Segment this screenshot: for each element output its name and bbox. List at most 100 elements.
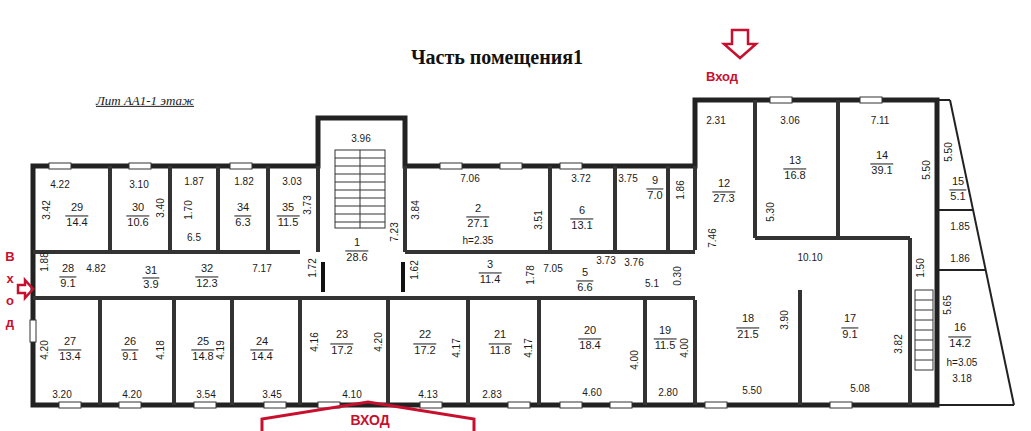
dimension: 4.13 [418,389,437,400]
room-number: 6 [579,204,585,216]
dimension: 10.10 [797,252,822,263]
dimension: 1.86 [675,180,686,199]
dimension: 4.10 [342,389,361,400]
room-number: 5 [582,266,588,278]
windows [30,97,882,408]
room-area: 16.8 [783,168,806,181]
room-number: 18 [742,312,754,324]
outer-wall [33,100,937,405]
room-area: 7.0 [646,188,663,201]
room-area: 6.6 [576,280,593,293]
dimension: 1.87 [184,176,203,187]
room-area: 28.6 [345,250,368,263]
dimension: 4.19 [215,340,226,359]
dimension: 4.17 [451,338,462,357]
height-note: h=3.05 [947,357,978,368]
dimension: 7.05 [543,263,562,274]
room-number: 15 [952,175,964,187]
room-number: 9 [652,174,658,186]
room-area: 14.8 [191,349,214,362]
entrance-label: Вход [4,246,17,334]
dimension: 3.73 [302,195,313,214]
room-number: 32 [201,262,213,274]
dimension: 7.17 [252,263,271,274]
room-area: 9.1 [121,349,138,362]
room-area: 11.5 [277,215,300,228]
dimension: 4.20 [373,332,384,351]
room-number: 30 [132,201,144,213]
dimension: 4.18 [155,340,166,359]
dimension: 2.31 [706,115,725,126]
dimension: 5.50 [921,160,932,179]
annex-outline [937,100,1014,405]
room-area: 17.2 [330,343,353,356]
dimension: 3.06 [780,115,799,126]
room-number: 1 [354,236,360,248]
room-number: 20 [584,324,596,336]
dimension: 3.72 [571,173,590,184]
dimension: 3.75 [618,173,637,184]
floor-label: Лит АА1-1 этаж [96,94,194,108]
dimension: 7.46 [707,228,718,247]
dimension: 3.03 [282,176,301,187]
room-number: 31 [145,264,157,276]
room-area: 11.4 [479,272,502,285]
dimension: 3.82 [893,334,904,353]
dimension: 5.1 [645,278,659,289]
dimension: 1.78 [525,265,536,284]
room-number: 27 [64,335,76,347]
dimension: 4.17 [523,338,534,357]
dimension: 5.08 [850,383,869,394]
room-area: 21.5 [736,327,759,340]
room-number: 16 [954,321,966,333]
room-area: 39.1 [870,163,893,176]
room-area: 14.4 [65,215,88,228]
room-number: 17 [844,312,856,324]
room-area: 27.1 [466,216,489,229]
dimension: 1.72 [307,258,318,277]
dimension: 3.84 [410,200,421,219]
dimension: 3.76 [624,257,643,268]
dimension: 4.60 [582,387,601,398]
dimension: 1.88 [39,252,50,271]
room-number: 12 [718,177,730,189]
room-area: 5.1 [949,189,966,202]
dimension: 1.82 [234,176,253,187]
dimension: 7.23 [389,222,400,241]
dimension: 5.50 [943,142,954,161]
dimension: 4.00 [629,350,640,369]
room-area: 17.2 [413,343,436,356]
dimension: 3.20 [52,389,71,400]
room-area: 18.4 [578,338,601,351]
room-number: 2 [475,202,481,214]
room-number: 25 [197,335,209,347]
room-area: 11.8 [489,343,512,356]
dimension: 1.86 [950,253,969,264]
dimension: 0.30 [672,266,683,285]
dimension: 4.20 [122,389,141,400]
room-number: 14 [876,149,888,161]
room-area: 12.3 [195,276,218,289]
dimension: 1.50 [915,258,926,277]
room-number: 23 [336,328,348,340]
dimension: 1.85 [950,221,969,232]
dimension: 4.20 [39,340,50,359]
height-note: h=2.35 [463,235,494,246]
room-number: 34 [237,201,249,213]
room-number: 35 [282,201,294,213]
dimension: 3.51 [533,210,544,229]
room-area: 14.2 [948,336,971,349]
dimension: 3.18 [952,373,971,384]
room-area: 27.3 [712,191,735,204]
room-number: 19 [659,324,671,336]
dimension: 3.42 [41,200,52,219]
inner-walls [33,100,910,405]
dimension: 3.45 [262,389,281,400]
dimension: 1.70 [183,200,194,219]
dimension: 2.80 [658,387,677,398]
dimension: 7.11 [871,115,890,126]
dimension: 5.50 [742,385,761,396]
dimension: 3.40 [155,198,166,217]
dimension: 1.62 [409,260,420,279]
dimension: 3.73 [596,255,615,266]
